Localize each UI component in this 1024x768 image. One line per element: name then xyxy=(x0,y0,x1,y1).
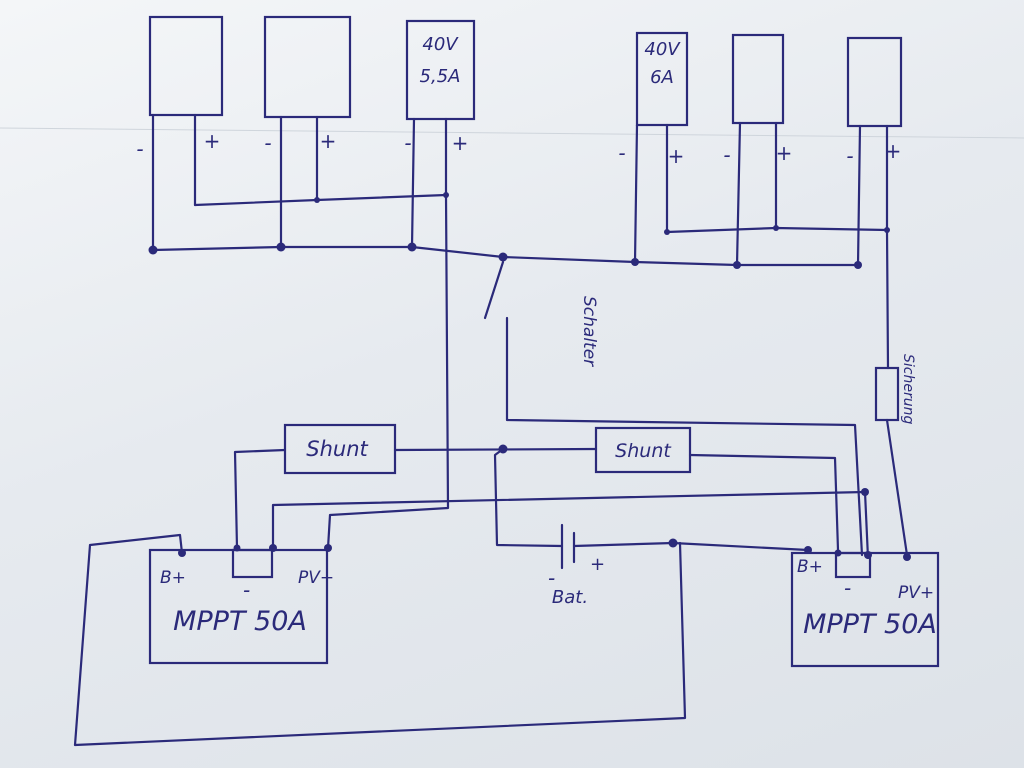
svg-text:-: - xyxy=(846,144,853,168)
b-plus-loop-wire xyxy=(73,533,687,747)
mppt-right-pvplus: PV+ xyxy=(898,583,934,603)
svg-text:+: + xyxy=(452,131,469,155)
mppt-left-bplus: B+ xyxy=(160,568,186,588)
svg-text:-: - xyxy=(404,131,411,155)
solar-panel-6 xyxy=(846,36,903,128)
svg-text:+: + xyxy=(668,144,685,168)
panel-box xyxy=(405,19,476,121)
svg-text:+: + xyxy=(776,141,793,165)
panel-box xyxy=(148,15,224,117)
svg-text:-: - xyxy=(264,131,271,155)
svg-text:-: - xyxy=(618,141,625,165)
svg-text:+: + xyxy=(204,129,221,153)
mppt-left-minus: - xyxy=(243,578,250,602)
battery-minus: - xyxy=(548,566,555,590)
solar-panel-2 xyxy=(263,15,352,119)
shunt-right: Shunt xyxy=(594,426,840,552)
battery-plus: + xyxy=(590,554,605,575)
svg-text:-: - xyxy=(723,143,730,167)
switch-label: Schalter xyxy=(579,296,599,367)
mppt-left-minus-terminal xyxy=(231,548,274,579)
svg-text:+: + xyxy=(320,129,337,153)
shunt-right-body xyxy=(594,426,692,474)
shunt-left-label: Shunt xyxy=(306,437,368,461)
right-panel-wiring xyxy=(498,121,890,269)
mppt-right-title: MPPT 50A xyxy=(803,609,937,640)
mppt-left-pvplus: PV+ xyxy=(298,568,334,588)
panel-label-line2: 6A xyxy=(650,67,674,88)
panel-label-line2: 5,5A xyxy=(420,66,461,87)
solar-panel-1 xyxy=(148,15,224,117)
panel-box xyxy=(635,31,689,127)
paper-fold xyxy=(0,127,1024,139)
mppt-left: B+ PV+ - MPPT 50A xyxy=(148,544,334,665)
svg-text:+: + xyxy=(885,139,902,163)
solar-panel-4: 40V 6A xyxy=(635,31,689,127)
left-panel-wiring xyxy=(148,113,505,550)
battery-label: Bat. xyxy=(552,587,588,608)
solar-panel-5 xyxy=(731,33,785,125)
mppt-right-minus-terminal xyxy=(834,551,872,579)
panel-label-line1: 40V xyxy=(644,39,681,60)
svg-text:-: - xyxy=(136,137,143,161)
mppt-right-bplus: B+ xyxy=(797,557,823,577)
battery: - + Bat. xyxy=(493,444,810,608)
panel-box xyxy=(731,33,785,125)
switch: Schalter xyxy=(483,260,864,557)
solar-panel-3: 40V 5,5A xyxy=(405,19,476,121)
panel-box xyxy=(846,36,903,128)
shunt-left: Shunt xyxy=(233,423,598,550)
panel-label-line1: 40V xyxy=(422,34,459,55)
mppt-right-minus: - xyxy=(844,576,851,600)
panel-box xyxy=(263,15,352,119)
shunt-right-label: Shunt xyxy=(615,440,672,462)
mppt-left-title: MPPT 50A xyxy=(173,606,307,637)
mppt-right: B+ PV+ - MPPT 50A xyxy=(790,546,940,668)
fuse: Sicherung xyxy=(874,228,916,557)
polarity-marks: - + - + - + - + - + - + xyxy=(136,129,901,168)
minus-link-wire xyxy=(271,490,870,560)
fuse-body xyxy=(874,366,900,422)
fuse-label: Sicherung xyxy=(900,354,916,424)
